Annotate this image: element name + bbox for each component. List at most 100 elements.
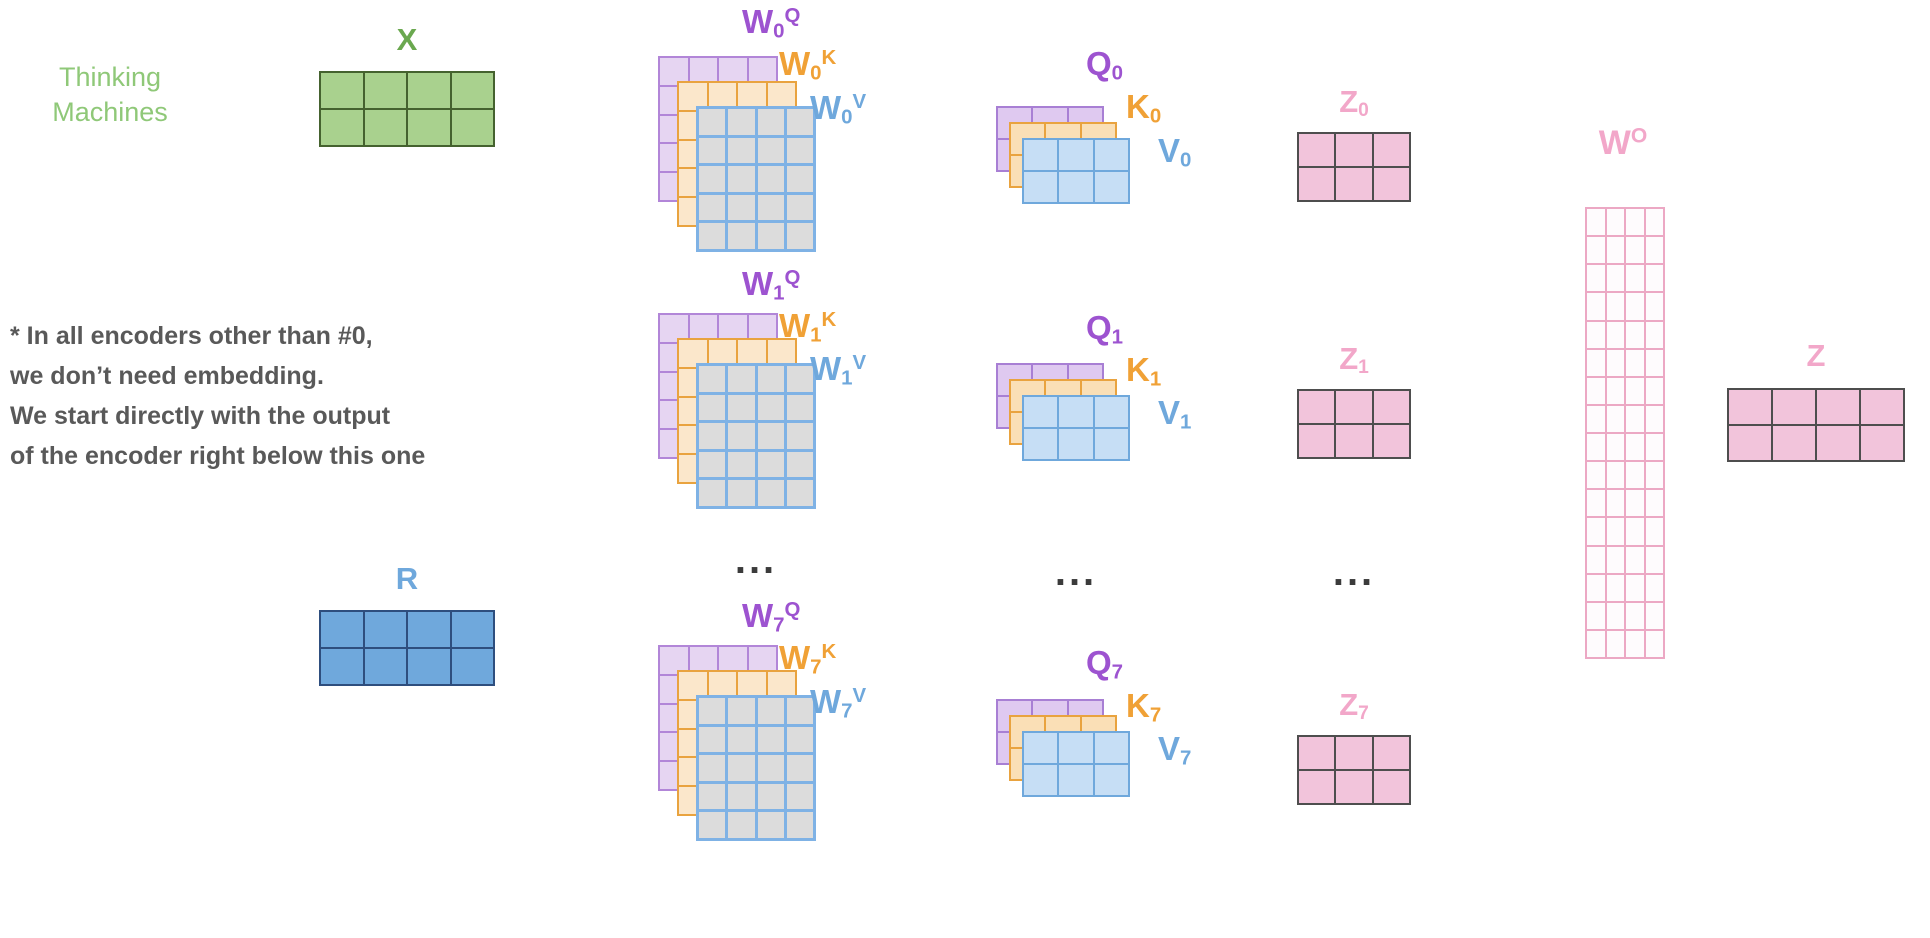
grid-cell xyxy=(1626,349,1644,376)
grid-cell xyxy=(1645,490,1663,517)
grid-cell xyxy=(1336,771,1372,803)
grid-cell xyxy=(1094,429,1128,459)
grid-cell xyxy=(786,223,813,249)
grid-cell xyxy=(708,340,736,367)
label-subscript: 0 xyxy=(1149,104,1162,128)
label-base: K xyxy=(1126,687,1150,724)
grid-cell xyxy=(1299,168,1335,200)
grid-cell xyxy=(1645,237,1663,264)
grid-cell xyxy=(728,812,755,838)
label-subscript: 1 xyxy=(1111,325,1124,349)
token-machines: Machines xyxy=(52,97,168,127)
grid-cell xyxy=(786,166,813,192)
v7-matrix xyxy=(1022,731,1130,797)
v0-matrix xyxy=(1022,138,1130,204)
k0-label: K0 xyxy=(1126,88,1162,128)
grid-cell xyxy=(699,698,726,724)
grid-cell xyxy=(786,109,813,135)
z0-matrix xyxy=(1297,132,1411,202)
grid-cell xyxy=(786,423,813,449)
grid-cell xyxy=(1059,429,1093,459)
w7-v-weight-matrix xyxy=(696,695,816,841)
w0q-label: W0Q xyxy=(742,3,800,43)
grid-cell xyxy=(364,612,406,647)
label-base: Z xyxy=(1339,84,1359,119)
grid-cell xyxy=(757,451,784,478)
grid-cell xyxy=(786,698,813,724)
grid-cell xyxy=(451,649,493,684)
grid-cell xyxy=(786,755,813,781)
label-base: W xyxy=(742,3,774,40)
grid-cell xyxy=(786,194,813,221)
grid-cell xyxy=(786,394,813,421)
grid-cell xyxy=(728,366,755,392)
grid-cell xyxy=(1606,349,1624,376)
grid-cell xyxy=(757,480,784,506)
grid-cell xyxy=(699,783,726,810)
grid-cell xyxy=(408,649,450,684)
grid-cell xyxy=(757,194,784,221)
grid-cell xyxy=(786,137,813,164)
label-base: V xyxy=(1158,394,1181,431)
label-base: K xyxy=(1126,88,1150,125)
grid-cell xyxy=(321,649,363,684)
grid-cell xyxy=(728,755,755,781)
grid-cell xyxy=(1626,405,1644,432)
grid-cell xyxy=(1645,546,1663,573)
label-subscript: 0 xyxy=(1358,100,1369,122)
label-superscript: Q xyxy=(784,597,801,621)
grid-cell xyxy=(321,612,363,647)
grid-cell xyxy=(1606,265,1624,292)
grid-cell xyxy=(321,73,363,108)
grid-cell xyxy=(364,110,406,145)
grid-cell xyxy=(364,649,406,684)
grid-cell xyxy=(1059,765,1093,795)
wo-matrix xyxy=(1585,207,1665,659)
grid-cell xyxy=(699,109,726,135)
grid-cell xyxy=(1373,391,1409,423)
x-matrix xyxy=(319,71,495,147)
grid-cell xyxy=(1626,462,1644,489)
v1-label: V1 xyxy=(1158,394,1191,434)
v7-label: V7 xyxy=(1158,730,1191,770)
grid-cell xyxy=(660,647,688,674)
label-subscript: 7 xyxy=(810,655,822,679)
grid-cell xyxy=(1626,434,1644,461)
grid-cell xyxy=(689,647,717,674)
grid-cell xyxy=(1626,602,1644,629)
grid-cell xyxy=(708,83,736,110)
grid-cell xyxy=(1773,390,1815,424)
label-subscript: 7 xyxy=(841,699,853,723)
grid-cell xyxy=(1645,574,1663,601)
grid-cell xyxy=(738,340,766,367)
grid-cell xyxy=(451,612,493,647)
label-subscript: 0 xyxy=(841,105,853,129)
label-base: Q xyxy=(1086,644,1112,681)
label-subscript: 7 xyxy=(773,613,785,637)
grid-cell xyxy=(1059,733,1093,763)
grid-cell xyxy=(451,73,493,108)
r-matrix xyxy=(319,610,495,686)
grid-cell xyxy=(786,783,813,810)
grid-cell xyxy=(728,166,755,192)
grid-cell xyxy=(757,109,784,135)
grid-cell xyxy=(1587,293,1605,320)
grid-cell xyxy=(738,83,766,110)
grid-cell xyxy=(1626,265,1644,292)
grid-cell xyxy=(1587,265,1605,292)
grid-cell xyxy=(1645,462,1663,489)
label-subscript: 0 xyxy=(773,19,785,43)
grid-cell xyxy=(1587,490,1605,517)
grid-cell xyxy=(1645,518,1663,545)
grid-cell xyxy=(748,647,776,674)
w7q-label: W7Q xyxy=(742,597,801,637)
grid-cell xyxy=(1606,321,1624,348)
grid-cell xyxy=(757,366,784,392)
w0k-label: W0K xyxy=(779,45,836,85)
grid-cell xyxy=(1606,462,1624,489)
ellipsis-z: ... xyxy=(1332,550,1376,594)
v1-matrix xyxy=(1022,395,1130,461)
label-base: W xyxy=(742,597,774,634)
input-tokens: Thinking Machines xyxy=(30,60,190,130)
grid-cell xyxy=(1645,434,1663,461)
